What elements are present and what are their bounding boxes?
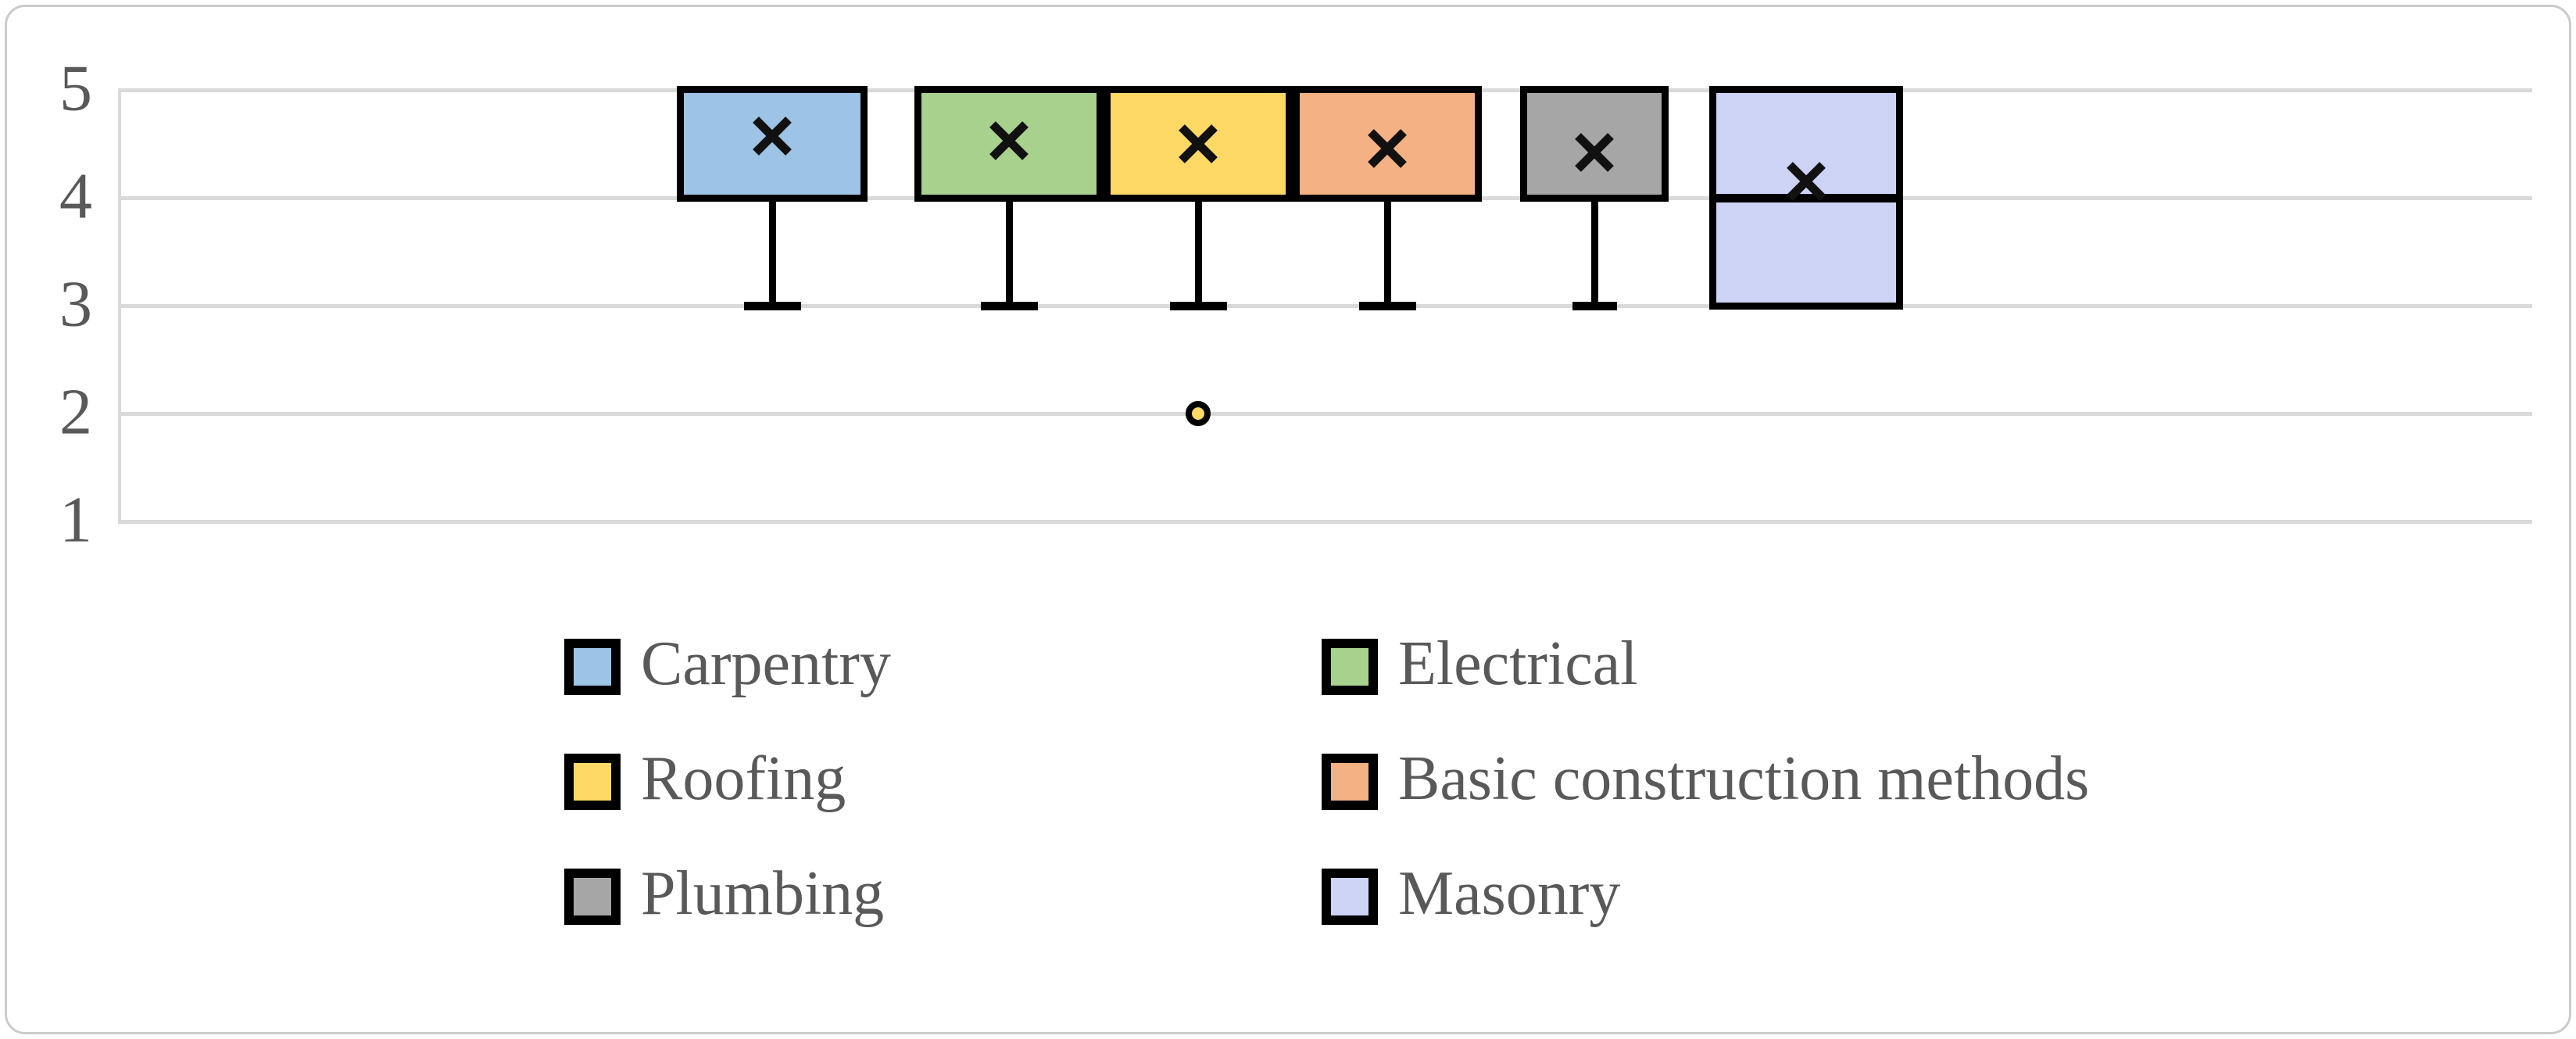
legend-item-basic-construction-methods: Basic construction methods	[1322, 747, 2089, 810]
median-line-masonry	[1709, 194, 1903, 202]
legend-label-carpentry: Carpentry	[641, 629, 891, 698]
legend-swatch-basic-construction-methods	[1322, 754, 1378, 810]
whisker-carpentry	[768, 198, 776, 306]
whisker-cap-electrical	[980, 302, 1038, 310]
legend-label-basic-construction-methods: Basic construction methods	[1398, 744, 2090, 813]
gridline-3	[120, 304, 2532, 308]
whisker-cap-roofing	[1169, 302, 1227, 310]
mean-x-marker-plumbing	[1572, 130, 1617, 179]
whisker-roofing	[1194, 198, 1202, 306]
legend-item-plumbing: Plumbing	[564, 862, 884, 925]
y-tick-label-2: 2	[59, 375, 92, 449]
mean-x-marker-electrical	[986, 118, 1032, 167]
whisker-cap-carpentry	[743, 302, 801, 310]
legend-item-carpentry: Carpentry	[564, 632, 891, 695]
legend-item-masonry: Masonry	[1322, 862, 1620, 925]
whisker-plumbing	[1590, 198, 1598, 306]
legend-item-roofing: Roofing	[564, 747, 846, 810]
whisker-basic-construction-methods	[1383, 198, 1391, 306]
legend-label-roofing: Roofing	[641, 744, 846, 813]
y-tick-label-1: 1	[59, 483, 92, 557]
y-tick-label-4: 4	[59, 159, 92, 233]
mean-x-marker-roofing	[1175, 121, 1221, 170]
box-plumbing	[1520, 86, 1669, 202]
box-carpentry	[677, 86, 868, 202]
whisker-cap-plumbing	[1572, 302, 1617, 310]
legend-label-plumbing: Plumbing	[641, 859, 885, 928]
whisker-electrical	[1005, 198, 1013, 306]
legend-label-electrical: Electrical	[1398, 629, 1638, 698]
y-axis-line	[118, 88, 121, 524]
mean-x-marker-masonry	[1784, 159, 1829, 208]
legend-swatch-masonry	[1322, 869, 1378, 925]
legend-swatch-electrical	[1322, 639, 1378, 695]
legend-label-masonry: Masonry	[1398, 859, 1621, 928]
y-tick-label-3: 3	[59, 267, 92, 341]
outlier-dot-roofing	[1186, 401, 1211, 426]
y-tick-label-5: 5	[59, 52, 92, 125]
mean-x-marker-carpentry	[750, 113, 795, 163]
gridline-1	[120, 520, 2532, 524]
legend-swatch-plumbing	[564, 869, 621, 925]
whisker-cap-basic-construction-methods	[1358, 302, 1416, 310]
mean-x-marker-basic-construction-methods	[1365, 126, 1410, 175]
legend-swatch-roofing	[564, 754, 621, 810]
gridline-2	[120, 412, 2532, 416]
legend-item-electrical: Electrical	[1322, 632, 1637, 695]
legend-swatch-carpentry	[564, 639, 621, 695]
